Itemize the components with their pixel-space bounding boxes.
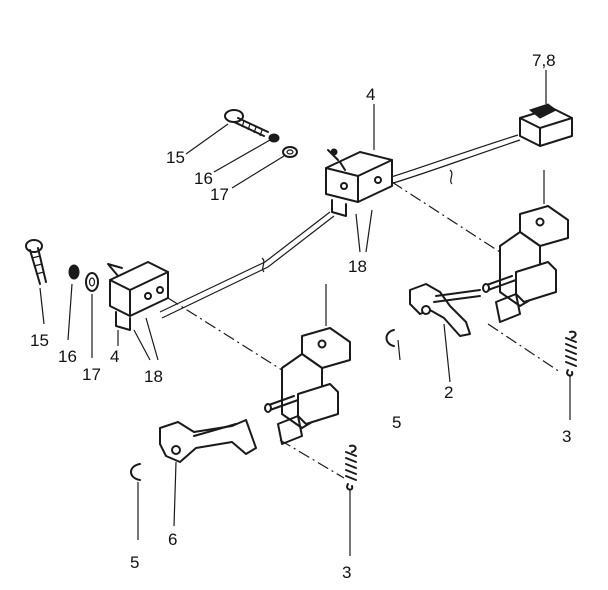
callout-15-left: 15 [30, 331, 49, 350]
bracket-icon [482, 170, 569, 323]
callout-17-left: 17 [82, 365, 101, 384]
lever-icon [159, 419, 257, 527]
callout-3-right: 3 [562, 427, 571, 446]
callout-4-left: 4 [110, 347, 119, 366]
lever-icon [409, 283, 481, 383]
spring-icon [345, 444, 357, 556]
callout-15-upper: 15 [166, 148, 185, 167]
microswitch-icon [325, 104, 393, 217]
callout-16-upper: 16 [194, 169, 213, 188]
microswitch-icon [107, 261, 169, 331]
screw-icon [25, 239, 47, 325]
callout-6: 6 [168, 530, 177, 549]
callout-3-left: 3 [342, 563, 351, 582]
callout-2: 2 [444, 383, 453, 402]
clip-icon [130, 463, 141, 540]
callout-7-8: 7,8 [532, 51, 556, 70]
callout-18-left: 18 [144, 367, 163, 386]
callout-5-right: 5 [392, 413, 401, 432]
callout-4-upper: 4 [366, 85, 375, 104]
washer-icon [67, 264, 99, 358]
washer-icon [268, 133, 298, 158]
callout-17-upper: 17 [210, 185, 229, 204]
callout-18-upper: 18 [348, 257, 367, 276]
callout-5-left: 5 [130, 553, 139, 572]
callout-16-left: 16 [58, 347, 77, 366]
screw-icon [224, 109, 269, 137]
spring-icon [565, 330, 577, 420]
connector-plug-icon [519, 70, 573, 147]
wire-harness [159, 134, 521, 319]
bracket-icon [264, 284, 351, 445]
clip-icon [385, 329, 401, 361]
